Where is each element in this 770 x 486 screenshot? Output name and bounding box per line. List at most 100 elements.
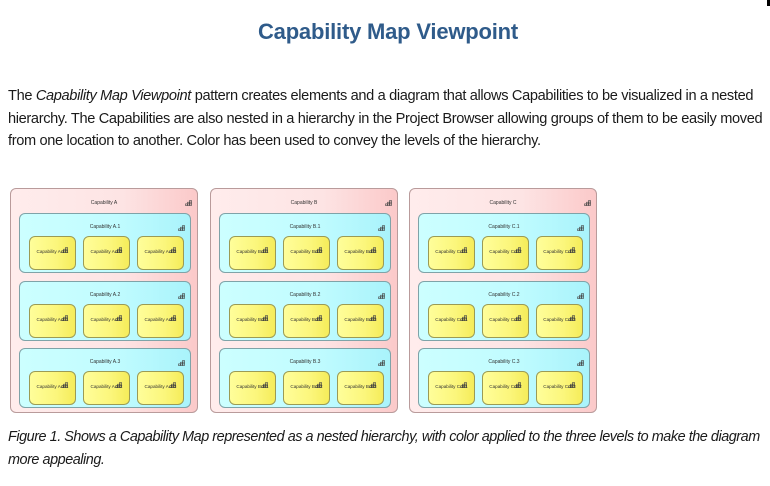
capability-box-capability-a-1-2[interactable]: Capability A.1.2	[83, 236, 130, 270]
capability-box-capability-a-1-1[interactable]: Capability A.1.1	[29, 236, 76, 270]
capability-icon	[577, 286, 584, 299]
capability-label: Capability C.1	[488, 224, 520, 230]
capability-icon	[169, 308, 176, 321]
capability-label: Capability C.1.1	[435, 249, 468, 254]
capability-icon	[514, 375, 521, 388]
capability-icon	[577, 218, 584, 231]
capability-box-capability-b-3-1[interactable]: Capability B.3.1	[229, 371, 276, 405]
capability-label: Capability B.2	[289, 292, 321, 298]
capability-label: Capability B.1.1	[236, 249, 269, 254]
capability-icon	[315, 375, 322, 388]
capability-icon	[378, 218, 385, 231]
capability-box-capability-c-2-2[interactable]: Capability C.2.2	[482, 304, 529, 338]
intro-text-rest: pattern creates elements and a diagram t…	[8, 88, 763, 149]
capability-box-capability-a-2-2[interactable]: Capability A.2.2	[83, 304, 130, 338]
capability-box-capability-a-3-1[interactable]: Capability A.3.1	[29, 371, 76, 405]
capability-label: Capability C.2.3	[543, 317, 576, 322]
capability-icon	[115, 375, 122, 388]
capability-icon	[61, 375, 68, 388]
capability-label: Capability A.2.3	[144, 317, 177, 322]
capability-label: Capability A.3.2	[90, 384, 123, 389]
capability-box-capability-a-2-1[interactable]: Capability A.2.1	[29, 304, 76, 338]
capability-icon	[460, 375, 467, 388]
page-title: Capability Map Viewpoint	[257, 19, 519, 44]
capability-icon	[169, 375, 176, 388]
capability-label: Capability C	[489, 200, 517, 206]
capability-label: Capability A.1.2	[90, 249, 123, 254]
capability-label: Capability A.2	[89, 292, 121, 298]
capability-icon	[261, 375, 268, 388]
capability-icon	[385, 193, 392, 206]
capability-box-capability-b-2-2[interactable]: Capability B.2.2	[283, 304, 330, 338]
capability-label: Capability B.3.1	[236, 384, 269, 389]
capability-icon	[169, 240, 176, 253]
capability-box-capability-c-3-3[interactable]: Capability C.3.3	[536, 371, 583, 405]
intro-paragraph: The Capability Map Viewpoint pattern cre…	[8, 85, 768, 153]
capability-label: Capability C.2	[488, 292, 520, 298]
capability-box-capability-a-3-2[interactable]: Capability A.3.2	[83, 371, 130, 405]
capability-label: Capability A.3.3	[144, 384, 177, 389]
capability-box-capability-a-2-3[interactable]: Capability A.2.3	[137, 304, 184, 338]
capability-label: Capability A.3	[89, 359, 121, 365]
capability-icon	[178, 353, 185, 366]
capability-box-capability-b-3-2[interactable]: Capability B.3.2	[283, 371, 330, 405]
capability-box-capability-b-1-3[interactable]: Capability B.1.3	[337, 236, 384, 270]
capability-label: Capability C.1.2	[489, 249, 522, 254]
capability-box-capability-c-1-2[interactable]: Capability C.1.2	[482, 236, 529, 270]
capability-label: Capability C.3.2	[489, 384, 522, 389]
capability-label: Capability A.1.1	[36, 249, 69, 254]
capability-icon	[568, 308, 575, 321]
capability-box-capability-a-3-3[interactable]: Capability A.3.3	[137, 371, 184, 405]
capability-label: Capability B	[290, 200, 318, 206]
capability-icon	[178, 218, 185, 231]
capability-icon	[185, 193, 192, 206]
capability-icon	[261, 308, 268, 321]
capability-box-capability-a-1-3[interactable]: Capability A.1.3	[137, 236, 184, 270]
capability-box-capability-c-3-1[interactable]: Capability C.3.1	[428, 371, 475, 405]
capability-icon	[178, 286, 185, 299]
capability-icon	[61, 240, 68, 253]
capability-icon	[115, 308, 122, 321]
capability-box-capability-c-2-3[interactable]: Capability C.2.3	[536, 304, 583, 338]
capability-label: Capability C.3	[488, 359, 520, 365]
capability-label: Capability C.2.1	[435, 317, 468, 322]
capability-label: Capability B.1.2	[290, 249, 323, 254]
capability-box-capability-b-2-1[interactable]: Capability B.2.1	[229, 304, 276, 338]
capability-box-capability-b-1-1[interactable]: Capability B.1.1	[229, 236, 276, 270]
capability-icon	[460, 240, 467, 253]
capability-box-capability-c-1-3[interactable]: Capability C.1.3	[536, 236, 583, 270]
capability-box-capability-b-3-3[interactable]: Capability B.3.3	[337, 371, 384, 405]
capability-label: Capability B.2.3	[344, 317, 377, 322]
capability-box-capability-c-2-1[interactable]: Capability C.2.1	[428, 304, 475, 338]
capability-label: Capability B.2.2	[290, 317, 323, 322]
capability-icon	[369, 308, 376, 321]
capability-box-capability-c-3-2[interactable]: Capability C.3.2	[482, 371, 529, 405]
capability-label: Capability A.2.1	[36, 317, 69, 322]
capability-icon	[514, 240, 521, 253]
capability-label: Capability B.1	[289, 224, 321, 230]
capability-label: Capability B.2.1	[236, 317, 269, 322]
capability-label: Capability C.2.2	[489, 317, 522, 322]
capability-icon	[315, 308, 322, 321]
capability-box-capability-b-2-3[interactable]: Capability B.2.3	[337, 304, 384, 338]
capability-label: Capability C.1.3	[543, 249, 576, 254]
capability-label: Capability A.1.3	[144, 249, 177, 254]
capability-box-capability-b-1-2[interactable]: Capability B.1.2	[283, 236, 330, 270]
capability-icon	[378, 353, 385, 366]
capability-box-capability-c-1-1[interactable]: Capability C.1.1	[428, 236, 475, 270]
capability-label: Capability B.3.3	[344, 384, 377, 389]
capability-icon	[61, 308, 68, 321]
